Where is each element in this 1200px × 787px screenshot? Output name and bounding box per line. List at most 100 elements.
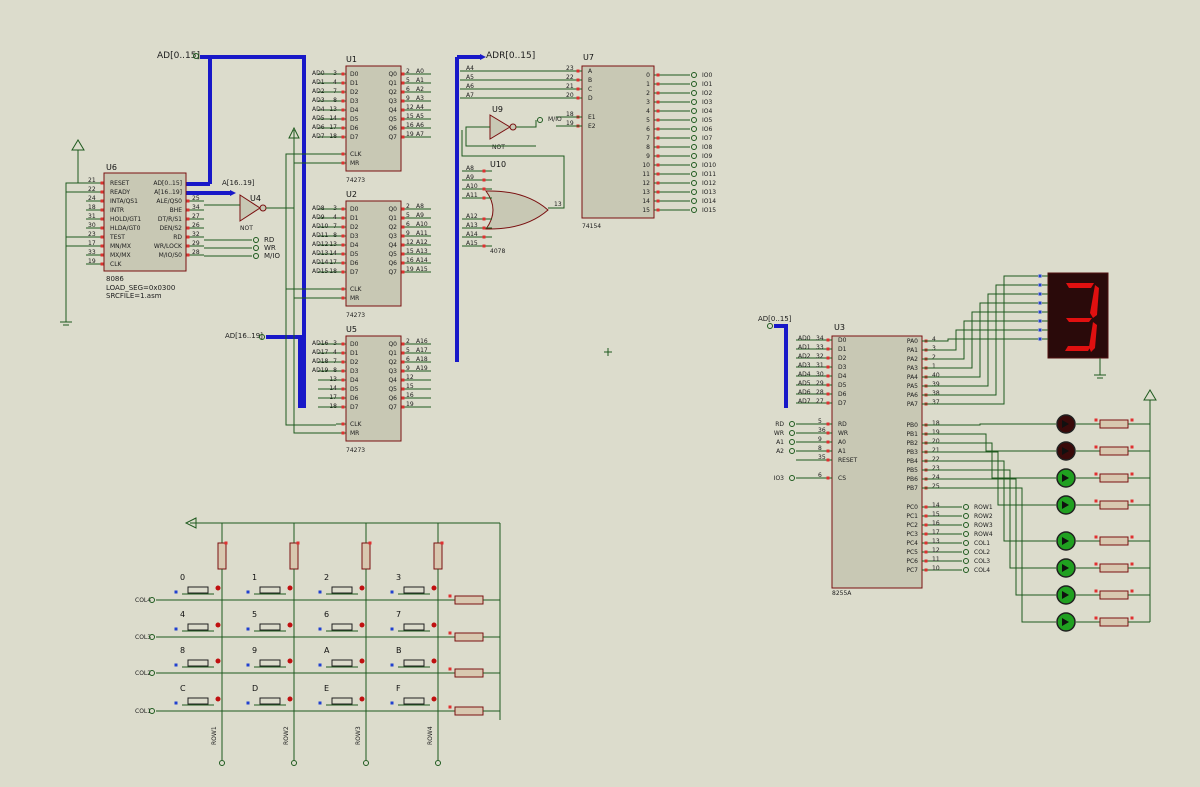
- row-terminal-1[interactable]: [291, 760, 297, 766]
- key-D: D: [252, 684, 258, 693]
- u3-ctl-3: A1: [838, 448, 846, 455]
- u3-ctl-sig-1: WR: [774, 430, 784, 437]
- chip-u2-74273[interactable]: [345, 200, 402, 307]
- col-terminal-0[interactable]: [149, 597, 155, 603]
- u7-terminal-IO13[interactable]: [691, 189, 697, 195]
- chip-u7-74154[interactable]: [581, 65, 655, 219]
- u7-out-IO2: IO2: [702, 90, 712, 97]
- led-resistor: [1099, 500, 1129, 510]
- u5-in-num: 18: [329, 403, 337, 410]
- u7-terminal-IO9[interactable]: [691, 153, 697, 159]
- display-pin-marker: [1038, 337, 1042, 341]
- u5-q4: Q4: [388, 377, 397, 384]
- u3-pc-terminal[interactable]: [963, 513, 969, 519]
- key-button-8[interactable]: [187, 659, 209, 667]
- u3-ctl-terminal[interactable]: [789, 421, 795, 427]
- u5-out-num: 6: [406, 356, 410, 363]
- u1-q1: Q1: [388, 80, 397, 87]
- u7-terminal-IO14[interactable]: [691, 198, 697, 204]
- u7-terminal-IO2[interactable]: [691, 90, 697, 96]
- chip-u6-8086[interactable]: [103, 172, 187, 272]
- u3-pc-terminal[interactable]: [963, 540, 969, 546]
- row-terminal-2[interactable]: [363, 760, 369, 766]
- key-button-7[interactable]: [403, 623, 425, 631]
- terminal-mio[interactable]: [253, 253, 259, 259]
- u3-pc-terminal[interactable]: [963, 504, 969, 510]
- key-button-E[interactable]: [331, 697, 353, 705]
- row-terminal-3[interactable]: [435, 760, 441, 766]
- segment-c: [1089, 322, 1097, 352]
- u3-ctl-terminal[interactable]: [789, 439, 795, 445]
- col-terminal-1[interactable]: [149, 634, 155, 640]
- gate-u9-not[interactable]: [489, 114, 511, 140]
- key-button-2[interactable]: [331, 586, 353, 594]
- key-button-1[interactable]: [259, 586, 281, 594]
- terminal-u9-mio[interactable]: [537, 117, 543, 123]
- key-4: 4: [180, 610, 185, 619]
- key-button-C[interactable]: [187, 697, 209, 705]
- terminal-rd[interactable]: [253, 237, 259, 243]
- col-label-2: COL2: [135, 670, 151, 677]
- u3-d-sig: AD6: [798, 389, 811, 396]
- u3-ctl-2: A0: [838, 439, 846, 446]
- u3-pc-terminal[interactable]: [963, 531, 969, 537]
- u1-in-num: 17: [329, 124, 337, 131]
- u7-terminal-IO6[interactable]: [691, 126, 697, 132]
- key-button-B[interactable]: [403, 659, 425, 667]
- key-button-A[interactable]: [331, 659, 353, 667]
- u3-pc-terminal[interactable]: [963, 522, 969, 528]
- key-button-5[interactable]: [259, 623, 281, 631]
- u7-terminal-IO1[interactable]: [691, 81, 697, 87]
- u3-pc-terminal[interactable]: [963, 549, 969, 555]
- key-button-9[interactable]: [259, 659, 281, 667]
- gate-u10-or[interactable]: [485, 190, 549, 230]
- u3-ctl-terminal[interactable]: [789, 448, 795, 454]
- key-button-6[interactable]: [331, 623, 353, 631]
- u3-pc-terminal[interactable]: [963, 567, 969, 573]
- gate-u4-not[interactable]: [239, 194, 261, 222]
- u3-ctl-terminal[interactable]: [789, 475, 795, 481]
- col-terminal-2[interactable]: [149, 670, 155, 676]
- u1-d-marker: [341, 108, 345, 112]
- u7-in-num: 23: [566, 65, 574, 72]
- u7-terminal-IO7[interactable]: [691, 135, 697, 141]
- u5-d-marker: [341, 396, 345, 400]
- u1-q2: Q2: [388, 89, 397, 96]
- key-button-F[interactable]: [403, 697, 425, 705]
- key-button-0[interactable]: [187, 586, 209, 594]
- u7-terminal-IO3[interactable]: [691, 99, 697, 105]
- u3-pa-num: 3: [932, 345, 936, 352]
- u2-q-marker: [401, 234, 405, 238]
- chip-u1-74273[interactable]: [345, 65, 402, 172]
- terminal-wr[interactable]: [253, 245, 259, 251]
- key-button-D[interactable]: [259, 697, 281, 705]
- u7-terminal-IO0[interactable]: [691, 72, 697, 78]
- bus-terminal-ad-u3[interactable]: [767, 323, 773, 329]
- bus-terminal-ad-u5[interactable]: [259, 334, 265, 340]
- u10-in-marker: [482, 244, 486, 248]
- u3-pc-terminal[interactable]: [963, 558, 969, 564]
- u3-pa5: PA5: [907, 383, 918, 390]
- u3-d4: D4: [838, 373, 847, 380]
- key-button-3[interactable]: [403, 586, 425, 594]
- u7-terminal-IO4[interactable]: [691, 108, 697, 114]
- bus-terminal-ad[interactable]: [193, 53, 199, 59]
- u3-ctl-marker: [826, 449, 830, 453]
- u3-ctl-terminal[interactable]: [789, 430, 795, 436]
- col-terminal-3[interactable]: [149, 708, 155, 714]
- key-button-4[interactable]: [187, 623, 209, 631]
- u7-terminal-IO8[interactable]: [691, 144, 697, 150]
- u7-terminal-IO11[interactable]: [691, 171, 697, 177]
- key-7: 7: [396, 610, 401, 619]
- u7-terminal-IO15[interactable]: [691, 207, 697, 213]
- u7-terminal-IO12[interactable]: [691, 180, 697, 186]
- u7-terminal-IO5[interactable]: [691, 117, 697, 123]
- u7-addr-A5: A5: [466, 74, 474, 81]
- u1-d3: D3: [350, 98, 359, 105]
- chip-u3-8255a[interactable]: [831, 335, 923, 589]
- u6-gnd-wire: [65, 182, 86, 322]
- row-terminal-0[interactable]: [219, 760, 225, 766]
- u7-terminal-IO10[interactable]: [691, 162, 697, 168]
